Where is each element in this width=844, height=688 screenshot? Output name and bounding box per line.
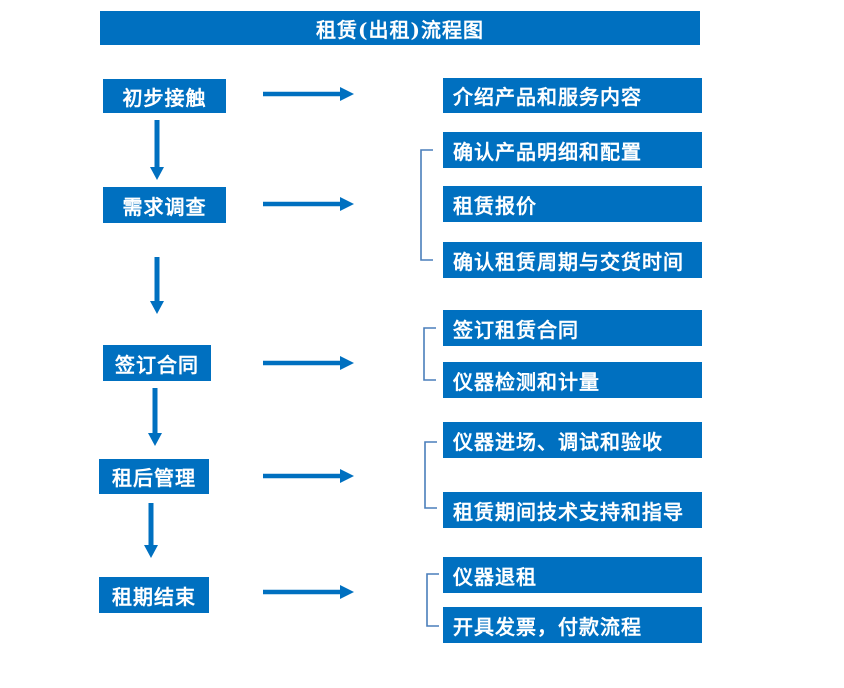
group-bracket-rental-end: [426, 573, 439, 627]
detail-box-instrument-inspection: 仪器检测和计量: [443, 362, 702, 398]
step-box-post-rental-management: 租后管理: [99, 459, 209, 494]
detail-box-sign-rental-contract: 签订租赁合同: [443, 310, 702, 346]
step-box-rental-end: 租期结束: [99, 577, 209, 613]
arrow-right-5: [263, 585, 354, 599]
detail-box-confirm-details-config: 确认产品明细和配置: [443, 132, 702, 168]
arrow-right-4: [263, 469, 354, 483]
detail-box-instrument-return: 仪器退租: [443, 557, 702, 593]
detail-box-introduce-products: 介绍产品和服务内容: [443, 78, 702, 113]
detail-box-rental-quote: 租赁报价: [443, 186, 702, 222]
arrow-right-2: [263, 197, 354, 211]
arrow-down-4: [144, 503, 158, 558]
detail-box-technical-support: 租赁期间技术支持和指导: [443, 492, 702, 528]
step-box-initial-contact: 初步接触: [103, 79, 226, 113]
detail-box-confirm-period-delivery: 确认租赁周期与交货时间: [443, 242, 702, 278]
group-bracket-demand-survey: [420, 149, 433, 261]
flowchart-title: 租赁(出租)流程图: [100, 11, 700, 45]
group-bracket-sign-contract: [423, 327, 436, 381]
step-box-sign-contract: 签订合同: [103, 345, 211, 381]
arrow-down-3: [148, 388, 162, 446]
arrow-right-1: [263, 87, 354, 101]
arrow-down-2: [150, 257, 164, 314]
group-bracket-post-rental: [424, 441, 437, 509]
arrow-down-1: [150, 120, 164, 180]
arrow-right-3: [263, 356, 354, 370]
step-box-demand-survey: 需求调查: [103, 187, 226, 223]
detail-box-instrument-setup-acceptance: 仪器进场、调试和验收: [443, 422, 702, 458]
detail-box-invoice-payment: 开具发票，付款流程: [443, 607, 702, 643]
